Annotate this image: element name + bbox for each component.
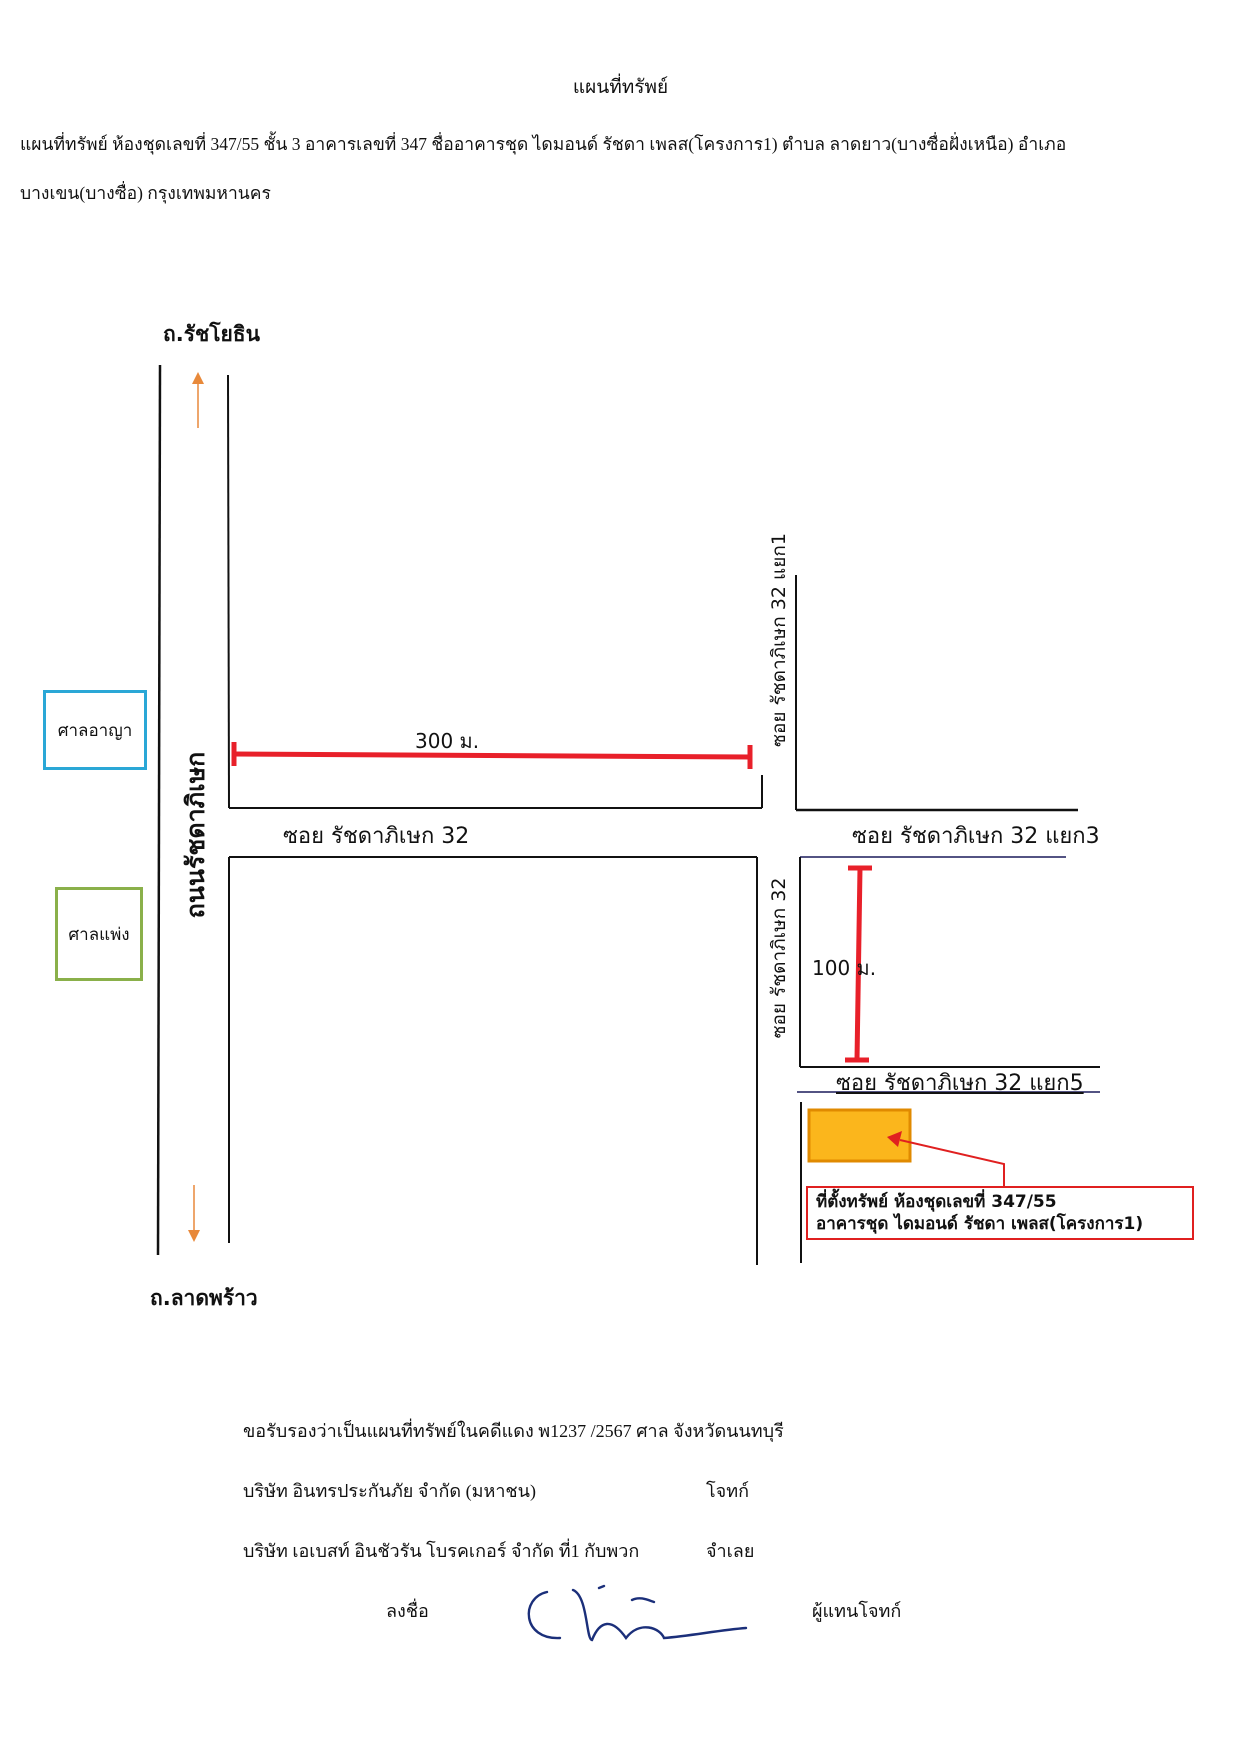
defendant-name: บริษัท เอเบสท์ อินชัวรัน โบรคเกอร์ จำกัด… xyxy=(243,1541,640,1561)
sign-label: ลงชื่อ xyxy=(386,1601,429,1621)
soi-vertical-label: ซอย รัชดาภิเษก 32 xyxy=(768,877,790,1039)
distance-100m-marker xyxy=(845,865,872,1063)
soi-branch5-label: ซอย รัชดาภิเษก 32 แยก5 xyxy=(836,1071,1084,1096)
property-callout-line-1: ที่ตั้งทรัพย์ ห้องชุดเลขที่ 347/55 xyxy=(816,1192,1057,1212)
road-south-end-label: ถ.ลาดพร้าว xyxy=(150,1286,258,1310)
description-line-2: บางเขน(บางซื่อ) กรุงเทพมหานคร xyxy=(20,183,271,203)
soi-branch1-label: ซอย รัชดาภิเษก 32 แยก1 xyxy=(768,533,790,747)
property-callout: ที่ตั้งทรัพย์ ห้องชุดเลขที่ 347/55 อาคาร… xyxy=(806,1186,1194,1240)
main-road-right-edge-upper xyxy=(227,374,230,809)
road-north-end-label: ถ.รัชโยธิน xyxy=(163,322,260,346)
description-line-1: แผนที่ทรัพย์ ห้องชุดเลขที่ 347/55 ชั้น 3… xyxy=(20,134,1067,154)
signer-role: ผู้แทนโจทก์ xyxy=(812,1601,902,1621)
civil-court-landmark: ศาลแพ่ง xyxy=(55,887,143,981)
defendant-role: จำเลย xyxy=(706,1541,755,1561)
civil-court-label: ศาลแพ่ง xyxy=(68,924,130,945)
main-road-left-edge xyxy=(156,364,162,1256)
main-road-label: ถนนรัชดาภิเษก xyxy=(181,751,210,919)
criminal-court-label: ศาลอาญา xyxy=(57,720,133,741)
south-arrow-icon xyxy=(188,1185,200,1242)
distance-300m-marker xyxy=(231,742,753,769)
property-callout-line-2: อาคารชุด ไดมอนด์ รัชดา เพลส(โครงการ1) xyxy=(816,1214,1144,1234)
soi-32-label: ซอย รัชดาภิเษก 32 xyxy=(283,824,470,849)
distance-300m-label: 300 ม. xyxy=(415,729,480,753)
soi-branch3-label: ซอย รัชดาภิเษก 32 แยก3 xyxy=(852,824,1100,849)
plaintiff-role: โจทก์ xyxy=(706,1481,749,1501)
signature-mark xyxy=(527,1584,748,1642)
criminal-court-landmark: ศาลอาญา xyxy=(43,690,147,770)
certification-statement: ขอรับรองว่าเป็นแผนที่ทรัพย์ในคดีแดง พ123… xyxy=(243,1421,784,1441)
document-title: แผนที่ทรัพย์ xyxy=(572,77,669,98)
property-callout-arrow xyxy=(887,1131,1005,1190)
north-arrow-icon xyxy=(192,372,204,428)
distance-100m-label: 100 ม. xyxy=(812,956,877,980)
plaintiff-name: บริษัท อินทรประกันภัย จำกัด (มหาชน) xyxy=(243,1481,536,1501)
